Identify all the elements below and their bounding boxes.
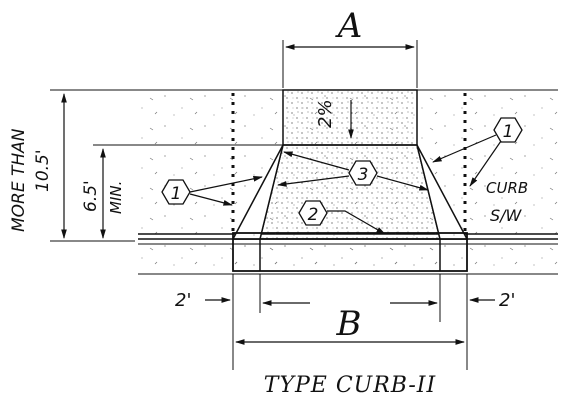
callout-1-left-leader-b (189, 193, 233, 206)
curb-label: CURB (486, 179, 528, 197)
height-min-label: MIN. (107, 181, 125, 214)
offset-right-label: 2' (499, 290, 515, 311)
callout-3-label: 3 (358, 165, 369, 185)
landing-area (282, 89, 418, 146)
dim-b-label: B (336, 304, 362, 344)
callout-3-leader-b (277, 175, 350, 187)
callout-2-hexagon (298, 200, 328, 226)
height-max-label: MORE THAN (9, 128, 29, 232)
height-max-value: 10.5' (33, 149, 53, 192)
callout-2-leader (327, 210, 386, 235)
callout-3-leader-c (376, 175, 429, 191)
callout-2-label: 2 (308, 205, 319, 225)
slope-label: 2% (315, 99, 336, 128)
diagram-caption: TYPE CURB-II (264, 373, 437, 398)
callout-1-right-leader-b (469, 140, 502, 187)
callout-3-hexagon (348, 160, 378, 186)
offset-left-label: 2' (175, 290, 191, 311)
height-min-value: 6.5' (81, 180, 101, 212)
callout-3-leader-a (283, 151, 350, 171)
callout-1-left-leader-a (189, 175, 263, 193)
ramp-area (259, 144, 441, 240)
callout-1-left-label: 1 (171, 184, 182, 204)
sw-label: S/W (490, 206, 523, 225)
callout-1-right-leader-a (432, 134, 497, 163)
callout-1-right-label: 1 (503, 122, 514, 142)
dim-a-label: A (335, 6, 363, 46)
